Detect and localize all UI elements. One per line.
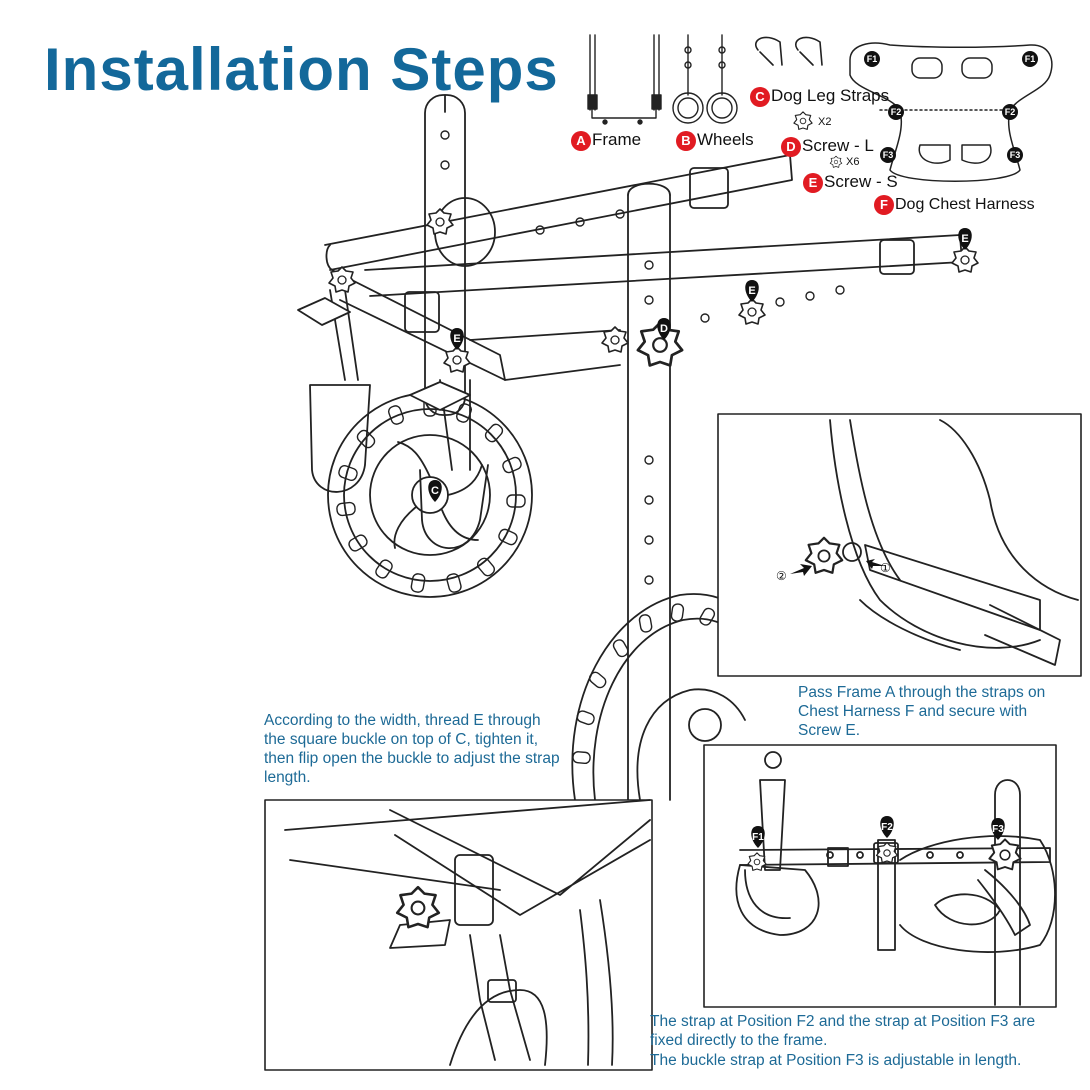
- badge-b: B: [676, 130, 696, 151]
- marker-f1: F1: [751, 826, 765, 848]
- part-screw-s-name: Screw - S: [824, 172, 898, 191]
- svg-text:F1: F1: [1025, 54, 1036, 64]
- screw-s-qty: X6: [846, 156, 860, 168]
- svg-text:E: E: [748, 285, 755, 297]
- detail-left-art: [284, 799, 651, 1066]
- svg-text:C: C: [431, 485, 439, 497]
- leg-straps-part-icon: [755, 36, 823, 66]
- svg-text:F3: F3: [883, 150, 894, 160]
- harness-tag-f1-right: F1: [1022, 51, 1038, 67]
- svg-text:F3: F3: [992, 824, 1004, 835]
- svg-text:F2: F2: [891, 107, 902, 117]
- wheels-part-icon: [672, 34, 738, 124]
- part-chest-harness-name: Dog Chest Harness: [895, 196, 1035, 213]
- svg-text:D: D: [660, 323, 668, 335]
- detail-box-left: [264, 799, 653, 1071]
- harness-tag-f3-left: F3: [880, 147, 896, 163]
- marker-e-right: E: [958, 228, 972, 250]
- screw-l-part-icon: [793, 111, 813, 131]
- step-1-label: ①: [880, 561, 891, 575]
- part-frame-name: Frame: [592, 130, 642, 149]
- svg-text:F2: F2: [881, 822, 893, 833]
- caption-step-3b: The buckle strap at Position F3 is adjus…: [650, 1052, 1022, 1069]
- harness-tag-f1-left: F1: [864, 51, 880, 67]
- arrow-step-1: [866, 559, 885, 569]
- marker-e-mid: E: [745, 280, 759, 302]
- leg-strap-center: [409, 379, 489, 550]
- badge-d: D: [781, 136, 801, 157]
- detail-top-art: [829, 419, 1079, 666]
- left-wheel: [327, 392, 533, 598]
- caption-step-1: According to the width, thread E through…: [264, 712, 560, 786]
- svg-text:E: E: [453, 333, 460, 345]
- badge-c: C: [750, 86, 770, 107]
- harness-tag-f2-left: F2: [888, 104, 904, 120]
- svg-text:F3: F3: [1010, 150, 1021, 160]
- part-wheels-name: Wheels: [697, 130, 754, 149]
- part-leg-straps-name: Dog Leg Straps: [771, 86, 890, 105]
- caption-step-2: Pass Frame A through the straps on Chest…: [798, 684, 1046, 739]
- detail-box-right: [703, 744, 1057, 1008]
- marker-c: C: [428, 480, 442, 502]
- badge-f: F: [874, 194, 894, 215]
- svg-text:F2: F2: [1005, 107, 1016, 117]
- marker-e-left: E: [450, 328, 464, 350]
- badge-a: A: [571, 130, 591, 151]
- screw-s-part-icon: [829, 155, 843, 168]
- badge-e: E: [803, 172, 823, 193]
- leg-strap-left: [297, 289, 371, 493]
- main-frame: [324, 94, 963, 801]
- svg-text:F1: F1: [752, 832, 764, 843]
- detail-box-top: [717, 413, 1082, 677]
- caption-step-3a: The strap at Position F2 and the strap a…: [650, 1013, 1036, 1049]
- marker-f2: F2: [880, 816, 894, 838]
- arrow-step-2: [790, 564, 812, 576]
- screw-l-qty: X2: [818, 116, 832, 128]
- detail-right-art: [735, 751, 1056, 1006]
- chest-harness-part-icon: [849, 42, 1053, 182]
- harness-tag-f3-right: F3: [1007, 147, 1023, 163]
- svg-text:F1: F1: [867, 54, 878, 64]
- marker-d: D: [657, 318, 671, 340]
- harness-tag-f2-right: F2: [1002, 104, 1018, 120]
- svg-text:E: E: [961, 233, 968, 245]
- step-2-label: ②: [776, 569, 787, 583]
- page-title: Installation Steps: [44, 36, 559, 103]
- frame-part-icon: [587, 34, 662, 125]
- marker-f3: F3: [991, 818, 1005, 840]
- part-screw-l-name: Screw - L: [802, 136, 874, 155]
